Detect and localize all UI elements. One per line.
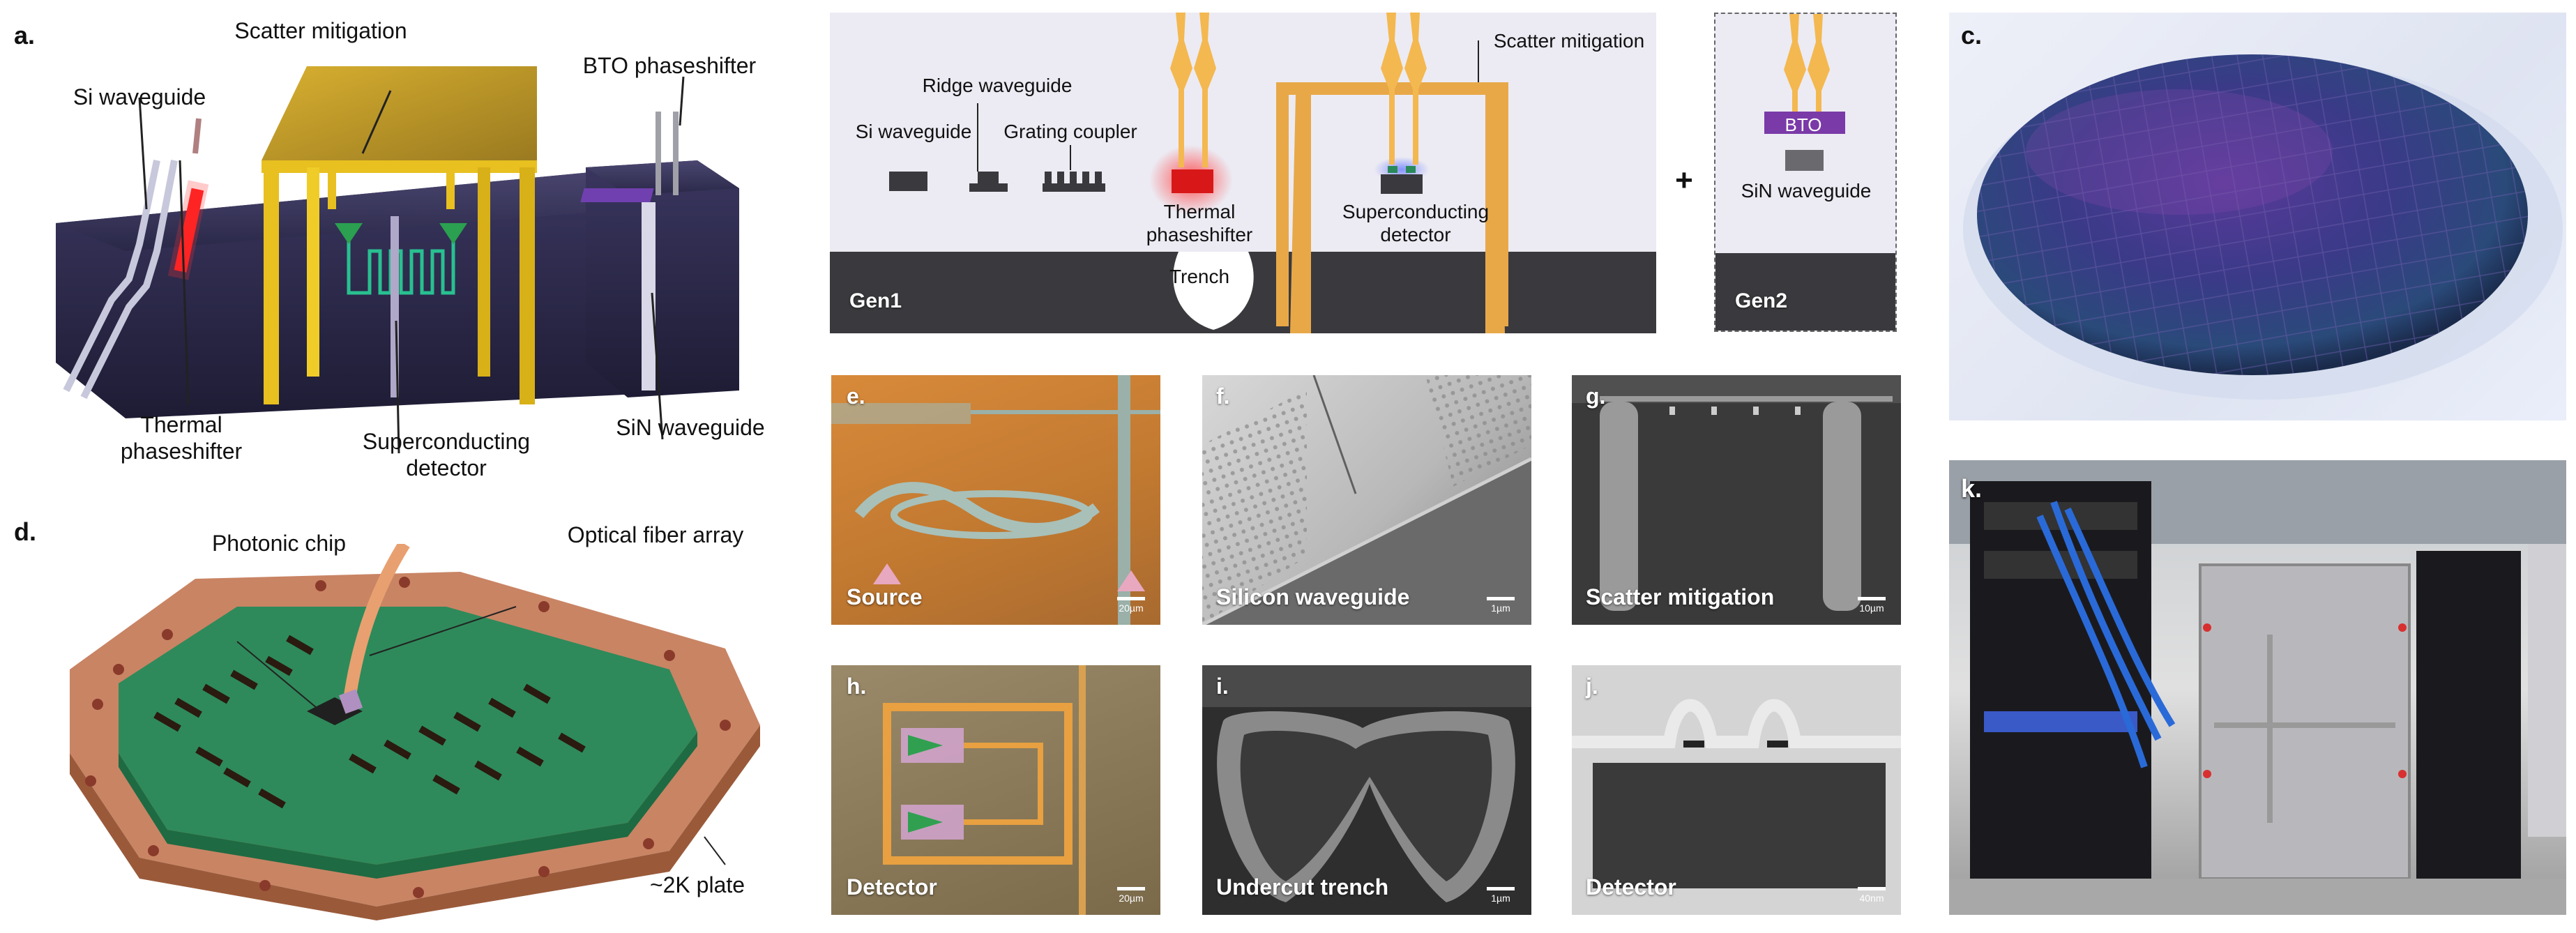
d-optical-fiber-array-label: Optical fiber array bbox=[567, 522, 744, 547]
tile-g-scale: 10µm bbox=[1851, 597, 1893, 614]
b-superconducting-detector-label-2: detector bbox=[1380, 224, 1451, 245]
tile-j-detector bbox=[1572, 665, 1901, 915]
superconducting-detector-label-1: Superconducting bbox=[362, 429, 531, 454]
gen2-bto-block bbox=[1764, 112, 1845, 134]
grating-coupler-block bbox=[1043, 183, 1105, 192]
panel-a-illustration bbox=[0, 0, 802, 488]
thermal-phaseshifter-block bbox=[1172, 169, 1213, 193]
tile-h-detector bbox=[831, 665, 1160, 915]
panel-k-lab-photo bbox=[1949, 460, 2566, 915]
b-ridge-waveguide-label: Ridge waveguide bbox=[922, 75, 1073, 96]
mounting-holes bbox=[85, 577, 731, 898]
scatter-mitigation-label: Scatter mitigation bbox=[234, 18, 407, 43]
cryostat-chamber bbox=[2199, 563, 2411, 880]
tile-j-caption: Detector bbox=[1586, 874, 1676, 900]
tile-h-letter: h. bbox=[847, 674, 867, 699]
tile-i-caption: Undercut trench bbox=[1216, 874, 1389, 900]
panel-d-letter: d. bbox=[14, 517, 36, 546]
b-grating-coupler-label: Grating coupler bbox=[1003, 121, 1137, 142]
gen2-sin-waveguide-block bbox=[1785, 150, 1824, 171]
superconducting-detector-block bbox=[1381, 174, 1423, 194]
panel-k-letter: k. bbox=[1961, 474, 1983, 503]
b-si-waveguide-label: Si waveguide bbox=[855, 121, 972, 142]
b-bto-label: BTO bbox=[1785, 114, 1822, 135]
b-thermal-phaseshifter-label-1: Thermal bbox=[1163, 201, 1236, 222]
si-waveguide-label: Si waveguide bbox=[73, 84, 206, 109]
sin-waveguide-label: SiN waveguide bbox=[616, 415, 765, 440]
b-gen1-label: Gen1 bbox=[849, 289, 902, 312]
b-gen2-label: Gen2 bbox=[1735, 289, 1788, 312]
si-waveguide-path bbox=[63, 159, 160, 393]
tile-f-letter: f. bbox=[1216, 384, 1230, 409]
connectors bbox=[153, 635, 586, 809]
tile-e-scale: 20µm bbox=[1110, 597, 1152, 614]
tile-e-caption: Source bbox=[847, 584, 923, 609]
tile-j-letter: j. bbox=[1586, 674, 1598, 699]
tile-i-letter: i. bbox=[1216, 674, 1229, 699]
tile-g-scatter-mitigation bbox=[1572, 375, 1901, 625]
tile-i-undercut-trench bbox=[1202, 665, 1531, 915]
tile-h-caption: Detector bbox=[847, 874, 937, 900]
bto-phaseshifter-label: BTO phaseshifter bbox=[582, 53, 757, 78]
thermal-heater bbox=[174, 188, 204, 273]
b-scatter-mitigation-label: Scatter mitigation bbox=[1493, 30, 1645, 52]
trench bbox=[1173, 252, 1254, 330]
panel-c-wafer-photo bbox=[1949, 13, 2566, 420]
b-sin-waveguide-label: SiN waveguide bbox=[1741, 180, 1872, 202]
thermal-phaseshifter-label-1: Thermal bbox=[140, 412, 222, 437]
panel-d-board-illustration bbox=[56, 544, 809, 920]
panel-a-letter: a. bbox=[14, 21, 36, 50]
b-superconducting-detector-label-1: Superconducting bbox=[1342, 201, 1490, 222]
b-trench-label: Trench bbox=[1169, 266, 1230, 287]
ridge-waveguide-block bbox=[969, 183, 1008, 192]
b-plus-sign: + bbox=[1675, 163, 1693, 197]
tile-i-scale: 1µm bbox=[1480, 887, 1522, 904]
d-plate-label: ~2K plate bbox=[649, 872, 745, 897]
bto-phaseshifter bbox=[580, 188, 654, 202]
b-thermal-phaseshifter-label-2: phaseshifter bbox=[1146, 224, 1253, 245]
si-waveguide-block bbox=[889, 172, 927, 191]
tile-g-letter: g. bbox=[1586, 384, 1606, 409]
tile-g-caption: Scatter mitigation bbox=[1586, 584, 1775, 609]
tile-h-scale: 20µm bbox=[1110, 887, 1152, 904]
panel-b-cross-section bbox=[830, 13, 1656, 333]
tile-e-source bbox=[831, 375, 1160, 625]
sin-substrate-block bbox=[586, 160, 739, 397]
tile-f-caption: Silicon waveguide bbox=[1216, 584, 1410, 609]
detector-meander bbox=[347, 230, 455, 295]
panel-c-letter: c. bbox=[1961, 21, 1983, 50]
tile-j-scale: 40nm bbox=[1851, 887, 1893, 904]
tile-f-silicon-waveguide bbox=[1202, 375, 1531, 625]
d-photonic-chip-label: Photonic chip bbox=[211, 531, 347, 556]
scatter-mitigation-roof bbox=[262, 66, 537, 160]
thermal-phaseshifter-label-2: phaseshifter bbox=[120, 439, 243, 464]
pcb-board bbox=[119, 607, 697, 865]
panel-b-gen2 bbox=[1714, 13, 1897, 332]
optical-fiber-array bbox=[342, 544, 410, 706]
tile-e-letter: e. bbox=[847, 384, 865, 409]
superconducting-detector-label-2: detector bbox=[406, 455, 487, 480]
tile-f-scale: 1µm bbox=[1480, 597, 1522, 614]
